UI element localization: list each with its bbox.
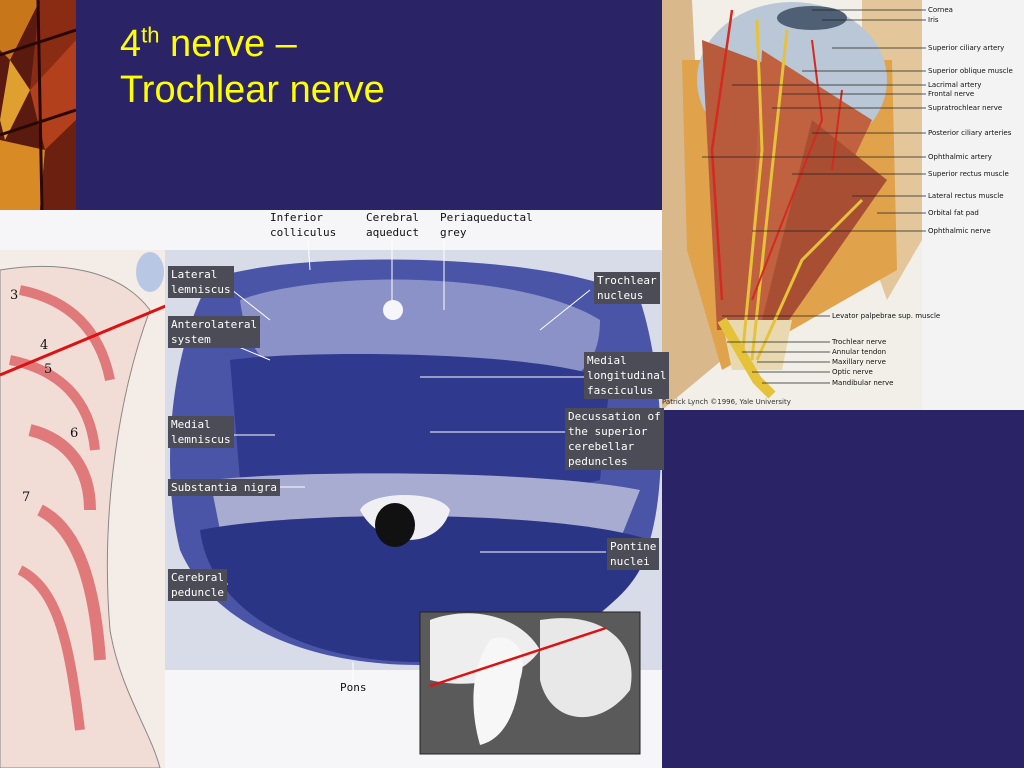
eye-label: Supratrochlear nerve [928,104,1003,112]
figure-credit: Patrick Lynch ©1996, Yale University [662,398,791,406]
title-rest: nerve – [159,23,297,65]
label-medial-lemniscus: Medial lemniscus [168,416,234,448]
eye-label: Superior rectus muscle [928,170,1009,178]
nerve-number: 6 [70,426,79,441]
stained-glass-decoration [0,0,76,210]
eye-label: Posterior ciliary arteries [928,129,1012,137]
eye-label: Superior oblique muscle [928,67,1013,75]
label-anterolateral-system: Anterolateral system [168,316,261,348]
eye-label: Mandibular nerve [832,379,894,387]
eye-label: Lateral rectus muscle [928,192,1004,200]
label-pontine-nuclei: Pontine nuclei [607,538,660,570]
label-pons: Pons [340,681,367,694]
midbrain-illustration [0,239,662,768]
orbit-illustration [662,0,922,410]
nerve-number: 5 [44,362,53,377]
label-cerebral-peduncle: Cerebral peduncle [168,569,227,601]
label-cerebral-aqueduct: Cerebral aqueduct [366,211,419,239]
eye-label: Annular tendon [832,348,887,356]
orbit-anatomy-figure: Cornea Iris Superior ciliary artery Supe… [662,0,1024,410]
eye-label: Cornea [928,6,953,14]
eye-label: Ophthalmic artery [928,153,992,161]
eye-label: Superior ciliary artery [928,44,1005,52]
nerve-number: 4 [40,338,49,353]
label-lateral-lemniscus: Lateral lemniscus [168,266,234,298]
nerve-number: 7 [22,490,31,505]
title-ordinal-suffix: th [141,22,160,48]
eye-label: Optic nerve [832,368,873,376]
eye-label: Levator palpebrae sup. muscle [832,312,941,320]
eye-label: Maxillary nerve [832,358,886,366]
title-subtitle: Trochlear nerve [120,68,385,111]
label-medial-longitudinal-fasciculus: Medial longitudinal fasciculus [584,352,670,399]
eye-label: Trochlear nerve [832,338,887,346]
eye-label: Ophthalmic nerve [928,227,991,235]
slide-title: 4th nerve – Trochlear nerve [120,22,385,113]
nerve-number: 3 [10,288,19,303]
label-inferior-colliculus: Inferior colliculus [270,211,337,239]
title-number: 4 [120,23,142,65]
eye-label: Orbital fat pad [928,209,979,217]
eye-label: Lacrimal artery [928,81,982,89]
label-trochlear-nucleus: Trochlear nucleus [594,272,660,304]
label-decussation-superior-cerebellar-peduncles: Decussation of the superior cerebellar p… [565,408,664,470]
midbrain-section-figure: Inferior colliculus Cerebral aqueduct Pe… [0,210,670,768]
decorative-image [0,0,76,210]
label-substantia-nigra: Substantia nigra [168,479,280,496]
label-periaqueductal-grey: Periaqueductal grey [440,211,533,239]
eye-label: Frontal nerve [928,90,975,98]
eye-label: Iris [928,16,939,24]
